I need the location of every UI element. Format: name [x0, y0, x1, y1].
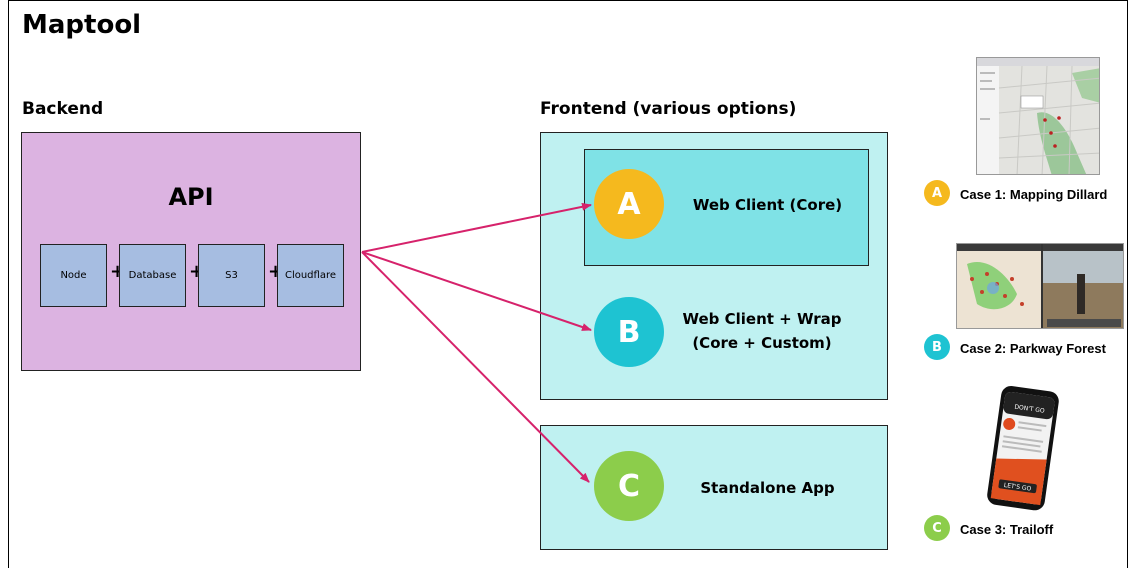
case-3-label: Case 3: Trailoff: [960, 522, 1054, 537]
case-1-badge: A: [924, 180, 950, 206]
diagram-title: Maptool: [22, 10, 142, 40]
option-a-circle: A: [594, 169, 664, 239]
diagram-frame: [8, 0, 1128, 568]
case-3-badge: C: [924, 515, 950, 541]
map-screenshot-image: [977, 58, 1099, 174]
option-b-label-line2: (Core + Custom): [692, 334, 832, 352]
case-2-badge: B: [924, 334, 950, 360]
case-3-phone: DON'T GO LET'S GO: [980, 384, 1065, 512]
option-c-label: Standalone App: [700, 479, 835, 497]
frontend-label: Frontend (various options): [540, 99, 797, 119]
backend-label: Backend: [22, 99, 104, 119]
phone-button-text: LET'S GO: [1003, 482, 1032, 493]
parkway-screenshot-image: [957, 244, 1123, 328]
option-b-label: Web Client + Wrap (Core + Custom): [672, 307, 852, 355]
component-node: Node: [40, 244, 107, 307]
component-s3: S3: [198, 244, 265, 307]
case-1-map-screenshot: [976, 57, 1100, 175]
option-c-circle: C: [594, 451, 664, 521]
api-label: API: [168, 183, 214, 211]
arrow-to-a: [361, 202, 592, 253]
option-b-circle: B: [594, 297, 664, 367]
phone-image: DON'T GO LET'S GO: [987, 385, 1059, 511]
arrow-to-c: [361, 251, 590, 483]
case-1-label: Case 1: Mapping Dillard: [960, 187, 1108, 202]
arrow-to-b: [361, 251, 592, 331]
backend-box: API Node + Database + S3 + Cloudflare: [21, 132, 361, 371]
case-2-screenshot: [956, 243, 1124, 329]
option-a-label: Web Client (Core): [692, 196, 843, 214]
component-cloudflare: Cloudflare: [277, 244, 344, 307]
phone-top-text: DON'T GO: [1014, 404, 1045, 415]
component-database: Database: [119, 244, 186, 307]
option-b-label-line1: Web Client + Wrap: [682, 310, 842, 328]
case-2-label: Case 2: Parkway Forest: [960, 341, 1106, 356]
